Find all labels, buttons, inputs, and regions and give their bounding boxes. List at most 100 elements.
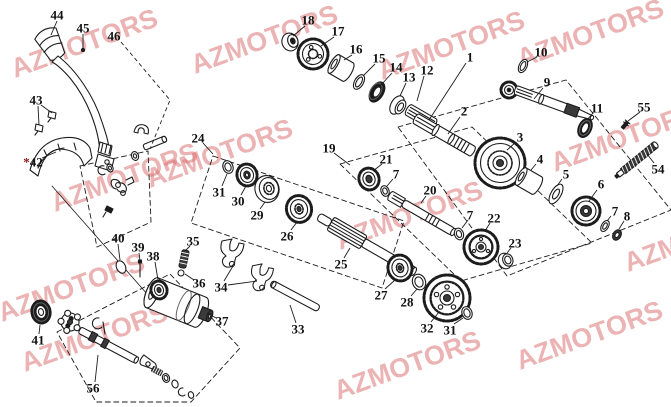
- leader-line-32: [430, 311, 440, 323]
- leader-line-44: [50, 20, 58, 36]
- part-label-33: 33: [292, 322, 306, 337]
- leader-line-1: [428, 62, 467, 121]
- leader-line-2: [447, 116, 461, 135]
- leader-line-33: [289, 304, 297, 324]
- leader-line-12: [416, 75, 425, 102]
- gear-29: [254, 175, 280, 203]
- watermark-text: AZMOTORS: [7, 3, 162, 84]
- gear-6: [570, 195, 602, 227]
- leader-line-56: [94, 354, 99, 383]
- part-label-55: 55: [638, 100, 652, 115]
- part-label-13: 13: [403, 70, 417, 85]
- nut-8: [612, 229, 622, 241]
- o-ring-15: [352, 74, 366, 90]
- seal-11: [577, 117, 593, 139]
- nut-18: [281, 32, 299, 52]
- leader-line-43: [37, 105, 40, 126]
- leader-line-4: [530, 163, 537, 171]
- part-label-19: 19: [323, 141, 337, 156]
- leader-line-15: [362, 63, 376, 77]
- leader-line-25: [343, 247, 351, 259]
- part-label-20: 20: [424, 183, 437, 198]
- leader-lines-layer: [37, 20, 655, 383]
- shift-fork-34b: [250, 263, 274, 292]
- part-label-18: 18: [302, 13, 316, 28]
- leader-line-11: [586, 112, 594, 121]
- part-label-7: 7: [393, 167, 400, 182]
- part-label-45: 45: [77, 21, 91, 36]
- watermark-text: AZMOTORS: [513, 0, 668, 74]
- part-label-27: 27: [375, 288, 389, 303]
- washer-28: [411, 273, 427, 291]
- leader-line-38: [154, 261, 159, 281]
- leader-line-18: [292, 25, 306, 37]
- leader-line-16: [343, 54, 353, 61]
- part-label-3: 3: [517, 130, 524, 145]
- o-ring-10: [517, 58, 529, 74]
- part-label-43: 43: [30, 93, 44, 108]
- leader-line-10: [526, 56, 538, 63]
- leader-line-6: [588, 189, 598, 202]
- part-label-42: *42: [23, 155, 43, 170]
- leader-line-29: [259, 201, 266, 210]
- leader-line-9: [533, 87, 544, 100]
- watermark-text: AZMOTORS: [330, 325, 485, 406]
- shaft-20: [387, 191, 457, 237]
- leader-line-3: [506, 141, 517, 151]
- part-label-32: 32: [421, 321, 434, 336]
- gear-32: [422, 273, 472, 323]
- bearing-14: [368, 81, 386, 103]
- spring-35: [178, 249, 190, 269]
- sprocket-17: [296, 37, 330, 71]
- part-label-26: 26: [281, 229, 295, 244]
- gear-26: [284, 194, 314, 224]
- lever-linkage: [94, 124, 168, 218]
- gear-38: [149, 279, 169, 301]
- leader-line-37: [206, 312, 217, 319]
- part-label-14: 14: [390, 60, 404, 75]
- leader-line-40: [117, 243, 121, 261]
- leader-line-41: [38, 324, 41, 335]
- group-box-19: [339, 126, 593, 282]
- leader-line-7: [386, 178, 394, 187]
- part-label-39: 39: [132, 240, 146, 255]
- part-label-22: 22: [488, 211, 501, 226]
- part-label-25: 25: [335, 257, 349, 272]
- part-label-35: 35: [187, 234, 201, 249]
- part-label-17: 17: [332, 24, 346, 39]
- bushing-16: [327, 54, 355, 82]
- leader-line-36: [184, 273, 195, 281]
- part-label-44: 44: [51, 8, 65, 23]
- leader-line-31: [221, 173, 228, 187]
- leader-line-35: [184, 245, 191, 252]
- leader-line-34: [227, 280, 258, 286]
- leader-line-13: [399, 82, 407, 97]
- gear-lever-arm-46: [51, 55, 110, 152]
- bushing-23: [497, 252, 514, 270]
- part-label-7: 7: [612, 204, 619, 219]
- part-label-46: 46: [108, 29, 122, 44]
- guard-plate-42: [29, 136, 93, 177]
- main-shaft-2: [412, 113, 476, 157]
- leader-line-42: [41, 151, 57, 159]
- part-label-24: 24: [192, 131, 206, 146]
- part-label-7: 7: [467, 208, 474, 223]
- part-label-2: 2: [461, 104, 468, 119]
- part-label-8: 8: [624, 209, 631, 224]
- leader-line-54: [646, 153, 655, 164]
- leader-line-19: [333, 152, 351, 166]
- part-label-4: 4: [537, 152, 544, 167]
- part-label-31: 31: [444, 323, 457, 338]
- stud-54: [614, 141, 659, 179]
- shift-fork-34a: [220, 238, 245, 268]
- group-box-1: [397, 79, 671, 277]
- part-label-23: 23: [509, 236, 523, 251]
- leader-line-20: [420, 195, 427, 204]
- collar-13: [389, 95, 407, 115]
- fork-rod-33: [270, 280, 320, 312]
- leader-line-8: [618, 220, 625, 230]
- ring-31-lower: [461, 306, 473, 320]
- oil-seal-41: [30, 299, 52, 325]
